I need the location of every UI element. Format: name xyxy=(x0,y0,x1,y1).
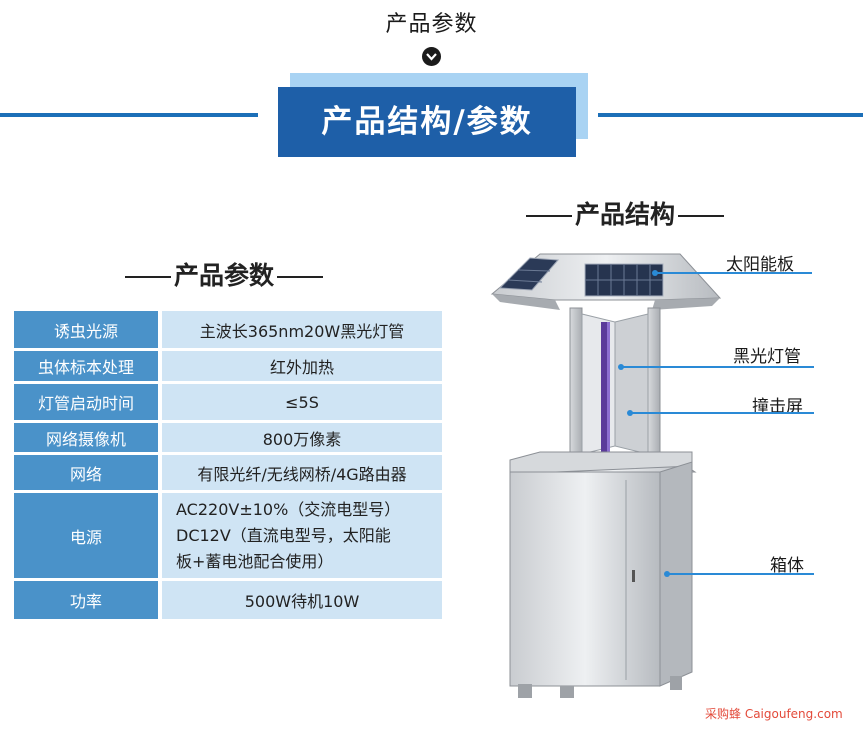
params-table: 诱虫光源 主波长365nm20W黑光灯管 虫体标本处理 红外加热 灯管启动时间 … xyxy=(14,308,442,622)
table-row: 网络摄像机 800万像素 xyxy=(14,423,442,452)
divider-right xyxy=(598,113,863,117)
param-key: 功率 xyxy=(14,581,162,619)
leader-dot xyxy=(627,410,633,416)
watermark: 采购蜂 Caigoufeng.com xyxy=(705,707,843,721)
chevron-down-icon[interactable] xyxy=(422,47,441,66)
param-value: AC220V±10%（交流电型号） DC12V（直流电型号，太阳能 板+蓄电池配… xyxy=(162,493,442,578)
table-row: 电源 AC220V±10%（交流电型号） DC12V（直流电型号，太阳能 板+蓄… xyxy=(14,493,442,578)
param-value: 主波长365nm20W黑光灯管 xyxy=(162,311,442,348)
table-row: 功率 500W待机10W xyxy=(14,581,442,619)
param-value: ≤5S xyxy=(162,384,442,420)
param-key: 网络摄像机 xyxy=(14,423,162,452)
param-value: 红外加热 xyxy=(162,351,442,381)
param-key: 诱虫光源 xyxy=(14,311,162,348)
table-row: 灯管启动时间 ≤5S xyxy=(14,384,442,420)
param-key: 电源 xyxy=(14,493,162,578)
leader-screen xyxy=(631,412,814,414)
label-black-light-tube: 黑光灯管 xyxy=(733,347,801,367)
param-key: 灯管启动时间 xyxy=(14,384,162,420)
structure-heading: 产品结构 xyxy=(514,195,736,231)
label-cabinet: 箱体 xyxy=(770,556,804,576)
param-value: 800万像素 xyxy=(162,423,442,452)
leader-dot xyxy=(664,571,670,577)
leader-solar xyxy=(656,272,812,274)
table-row: 诱虫光源 主波长365nm20W黑光灯管 xyxy=(14,311,442,348)
section-banner: 产品结构/参数 xyxy=(278,87,576,157)
param-value: 500W待机10W xyxy=(162,581,442,619)
param-key: 网络 xyxy=(14,455,162,490)
param-value: 有限光纤/无线网桥/4G路由器 xyxy=(162,455,442,490)
leader-lamp xyxy=(622,366,814,368)
table-row: 虫体标本处理 红外加热 xyxy=(14,351,442,381)
leader-dot xyxy=(652,270,658,276)
label-solar-panel: 太阳能板 xyxy=(726,255,794,275)
leader-box xyxy=(668,573,814,575)
param-key: 虫体标本处理 xyxy=(14,351,162,381)
params-heading: 产品参数 xyxy=(112,256,336,292)
leader-dot xyxy=(618,364,624,370)
insect-trap-illustration xyxy=(490,253,722,698)
table-row: 网络 有限光纤/无线网桥/4G路由器 xyxy=(14,455,442,490)
page-top-title: 产品参数 xyxy=(385,12,478,37)
divider-left xyxy=(0,113,258,117)
